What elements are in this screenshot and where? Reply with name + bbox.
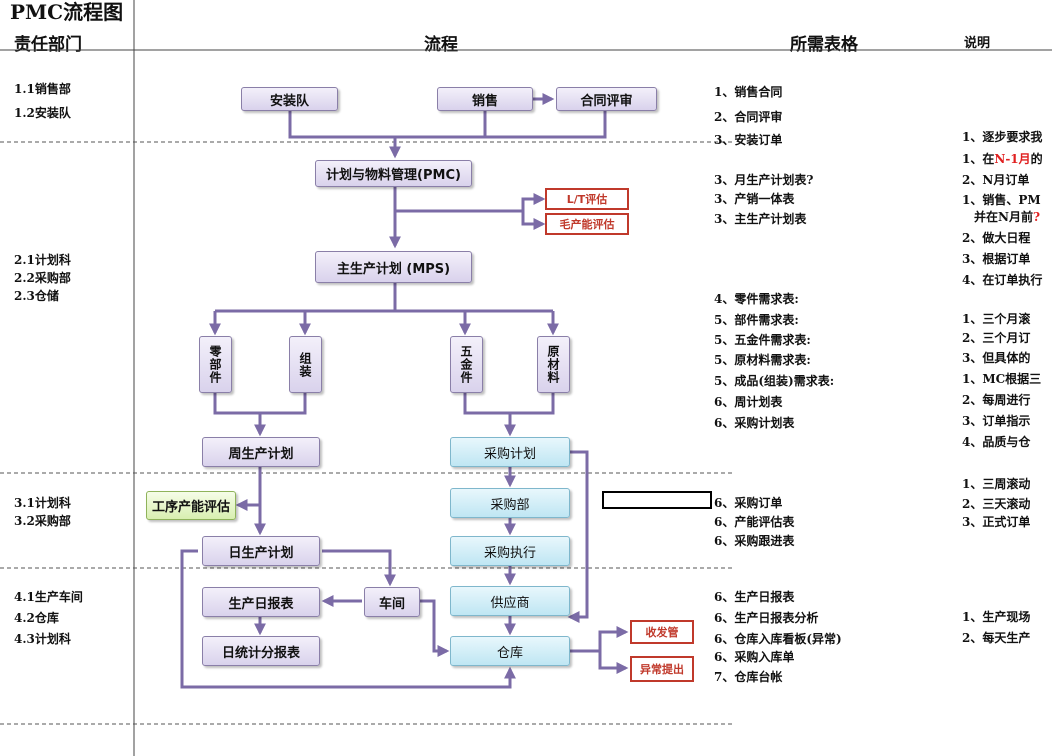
form-item: 6、采购订单 xyxy=(714,496,783,510)
dept-label: 4.3计划科 xyxy=(14,632,71,646)
box-raw-material: 原材料 xyxy=(537,336,570,393)
box-assembly: 组装 xyxy=(289,336,322,393)
connector-mps-split xyxy=(215,283,553,313)
box-workshop: 车间 xyxy=(364,587,420,617)
arrow-to-exception xyxy=(598,651,629,674)
form-item: 6、采购跟进表 xyxy=(714,534,795,548)
dept-label: 4.1生产车间 xyxy=(14,590,83,604)
form-item: 2、合同评审 xyxy=(714,110,783,124)
box-contract-review: 合同评审 xyxy=(556,87,657,111)
box-weekly-plan: 周生产计划 xyxy=(202,437,320,467)
note-item: 1、逐步要求我 xyxy=(962,130,1043,144)
box-lt-eval: L/T评估 xyxy=(545,188,629,210)
box-receiving: 收发管 xyxy=(630,620,694,644)
box-capacity-eval: 毛产能评估 xyxy=(545,213,629,235)
arrow-to-receiving xyxy=(570,626,629,653)
dept-group-sales: 1.1销售部 1.2安装队 xyxy=(14,80,71,122)
arrow-to-capacity xyxy=(521,211,546,230)
connector-to-weekly xyxy=(213,393,307,415)
note-item: 3、但具体的 xyxy=(962,351,1031,365)
connector-top-merge xyxy=(288,111,607,139)
form-item: 3、安装订单 xyxy=(714,133,783,147)
form-item: 6、产能评估表 xyxy=(714,515,795,529)
box-daily-report: 生产日报表 xyxy=(202,587,320,617)
box-exception: 异常提出 xyxy=(630,656,694,682)
form-item: 6、采购计划表 xyxy=(714,416,795,430)
note-item: 3、正式订单 xyxy=(962,515,1031,529)
note-item: 1、MC根据三 xyxy=(962,372,1042,386)
box-purchasing-dept: 采购部 xyxy=(450,488,570,518)
form-item: 7、仓库台帐 xyxy=(714,670,783,684)
form-item: 1、销售合同 xyxy=(714,85,783,99)
dept-label: 2.3仓储 xyxy=(14,289,59,303)
dept-label: 3.2采购部 xyxy=(14,514,71,528)
note-item: 2、三天滚动 xyxy=(962,497,1031,511)
form-item: 5、部件需求表: xyxy=(714,313,799,327)
note-item: 1、在N-1月的 xyxy=(962,152,1043,166)
box-daily-stats: 日统计分报表 xyxy=(202,636,320,666)
form-item: 4、零件需求表: xyxy=(714,292,799,306)
box-pmc: 计划与物料管理(PMC) xyxy=(315,160,472,187)
connector-bottom-loop xyxy=(180,549,516,689)
note-item: 4、在订单执行 xyxy=(962,273,1043,287)
box-parts: 零部件 xyxy=(199,336,232,393)
note-item: 3、根据订单 xyxy=(962,252,1031,266)
note-item: 1、生产现场 xyxy=(962,610,1031,624)
note-item: 2、三个月订 xyxy=(962,331,1031,345)
box-warehouse: 仓库 xyxy=(450,636,570,666)
form-item: 5、原材料需求表: xyxy=(714,353,811,367)
dept-label: 1.2安装队 xyxy=(14,106,71,120)
note-item: 4、品质与仓 xyxy=(962,435,1031,449)
dept-group-planning: 2.1计划科 2.2采购部 2.3仓储 xyxy=(14,251,71,305)
dept-group-scheduling: 3.1计划科 3.2采购部 xyxy=(14,494,71,530)
connector-to-purchase-plan xyxy=(463,393,555,415)
note-item: 2、每天生产 xyxy=(962,631,1031,645)
form-item: 6、生产日报表 xyxy=(714,590,795,604)
dept-group-production: 4.1生产车间 4.2仓库 4.3计划科 xyxy=(14,587,83,650)
dept-label: 2.1计划科 xyxy=(14,253,71,267)
connector-plan-loop xyxy=(567,450,589,623)
page-title: PMC流程图 xyxy=(10,0,124,24)
arrow-to-lt xyxy=(395,193,546,213)
arrow-workshop-warehouse xyxy=(420,599,450,657)
dept-label: 1.1销售部 xyxy=(14,82,71,96)
form-item: 3、月生产计划表? xyxy=(714,173,814,187)
note-item: 1、三周滚动 xyxy=(962,477,1031,491)
dept-label: 4.2仓库 xyxy=(14,611,59,625)
box-daily-plan: 日生产计划 xyxy=(202,536,320,566)
form-item: 6、采购入库单 xyxy=(714,650,795,664)
box-supplier: 供应商 xyxy=(450,586,570,616)
note-item: 3、订单指示 xyxy=(962,414,1031,428)
box-mps: 主生产计划 (MPS) xyxy=(315,251,472,283)
dept-label: 3.1计划科 xyxy=(14,496,71,510)
note-item: 2、做大日程 xyxy=(962,231,1031,245)
box-purchase-plan: 采购计划 xyxy=(450,437,570,467)
form-item: 6、仓库入库看板(异常) xyxy=(714,632,842,646)
box-hardware: 五金件 xyxy=(450,336,483,393)
arrow-daily-workshop xyxy=(322,549,396,587)
form-item: 6、生产日报表分析 xyxy=(714,611,819,625)
box-process-capacity-eval: 工序产能评估 xyxy=(146,491,236,520)
notes-column-header: 说明 xyxy=(964,36,991,51)
box-install-team: 安装队 xyxy=(241,87,338,111)
form-item: 3、产销一体表 xyxy=(714,192,795,206)
box-sales: 销售 xyxy=(437,87,533,111)
form-item: 5、五金件需求表: xyxy=(714,333,811,347)
form-item: 6、周计划表 xyxy=(714,395,783,409)
note-item: 2、每周进行 xyxy=(962,393,1031,407)
note-item: 并在N月前? xyxy=(974,210,1041,224)
note-item: 1、销售、PM xyxy=(962,193,1041,207)
box-purchase-execution: 采购执行 xyxy=(450,536,570,566)
dept-label: 2.2采购部 xyxy=(14,271,71,285)
selected-cell-marker[interactable] xyxy=(602,491,712,509)
note-item: 1、三个月滚 xyxy=(962,312,1031,326)
note-item: 2、N月订单 xyxy=(962,173,1030,187)
form-item: 3、主生产计划表 xyxy=(714,212,807,226)
form-item: 5、成品(组装)需求表: xyxy=(714,374,835,388)
